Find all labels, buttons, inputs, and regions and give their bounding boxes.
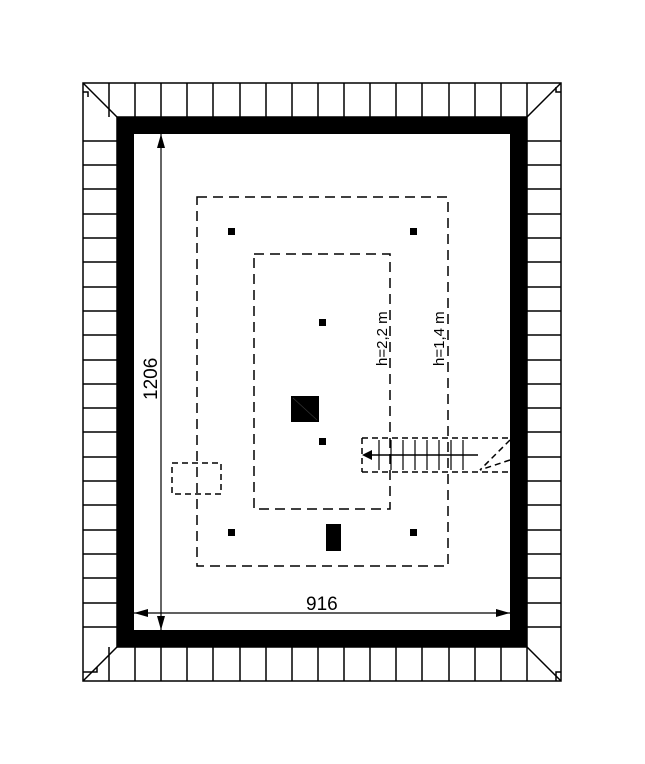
height-label-1-4: h=1,4 m [431,311,448,366]
corner-hips [82,82,562,682]
ventilation-duct [326,524,341,551]
right-tiles [527,140,561,628]
arrow-down-icon [157,616,165,630]
arrow-right-icon [496,609,510,617]
staircase [361,437,511,473]
post [410,228,417,235]
post [228,228,235,235]
arrow-left-icon [134,609,148,617]
dimension-lines [134,134,510,630]
zone-h-1-4 [196,196,449,567]
height-dimension-label: 1206 [141,358,162,400]
bottom-tiles [108,647,528,681]
top-tiles [108,83,528,117]
post [228,529,235,536]
height-label-2-2: h=2,2 m [374,311,391,366]
posts [228,228,417,536]
roof-window [171,462,222,495]
post [410,529,417,536]
height-zones [196,196,449,567]
post [319,319,326,326]
zone-h-2-2 [253,253,391,510]
arrow-up-icon [157,134,165,148]
post [319,438,326,445]
left-tiles [83,140,117,628]
exterior-wall [117,117,527,647]
stair-direction-arrow-icon [362,450,372,460]
width-dimension-label: 916 [306,594,338,615]
